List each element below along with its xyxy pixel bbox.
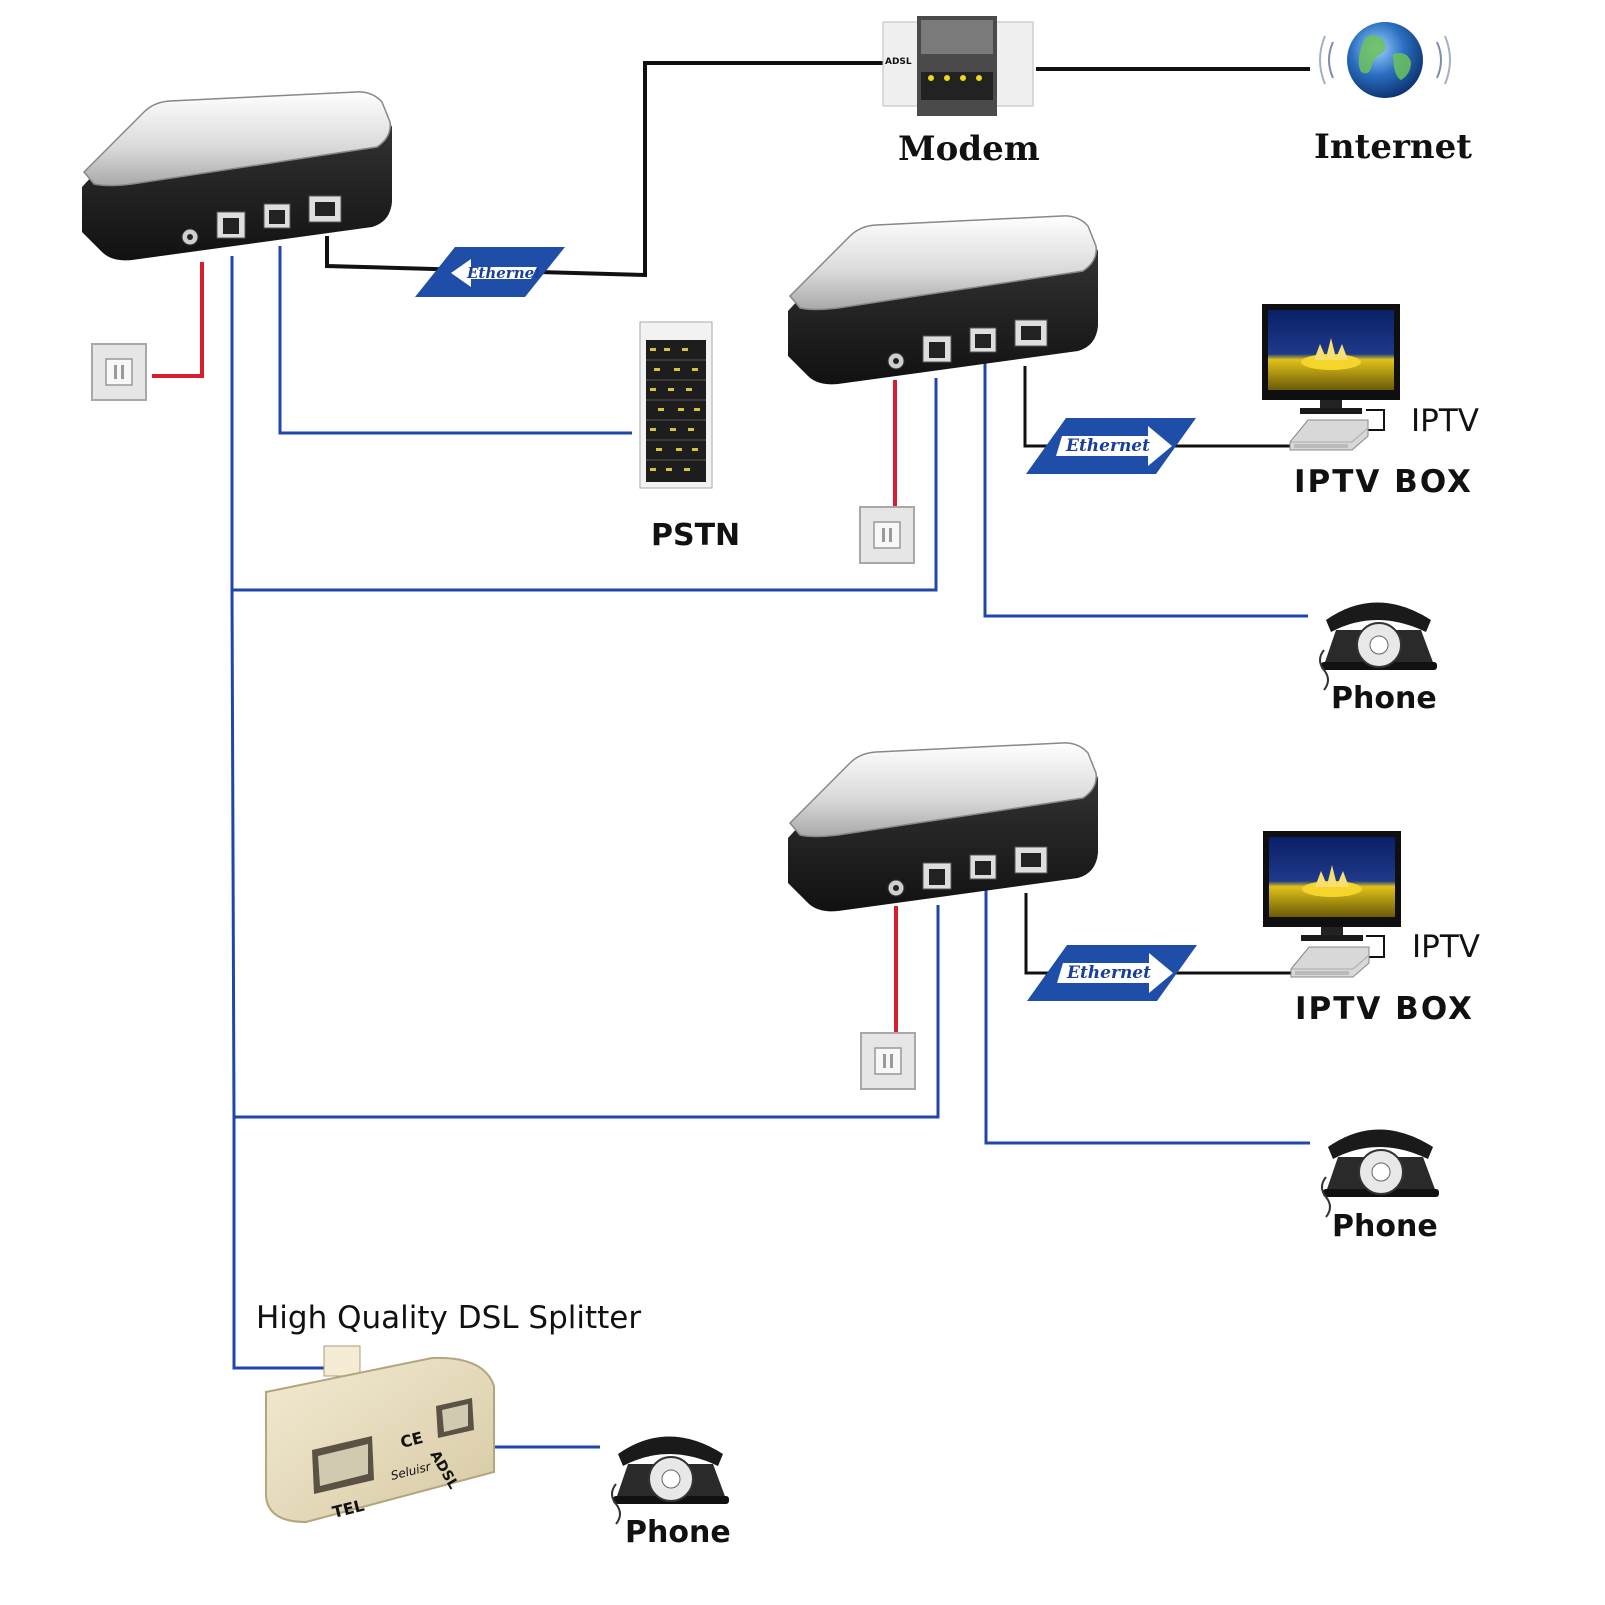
power-cable-main bbox=[152, 262, 204, 378]
splitter-label: High Quality DSL Splitter bbox=[256, 1300, 641, 1336]
phone-label-2: Phone bbox=[1332, 1209, 1438, 1244]
dsl-splitter-device: TEL ADSL Seluisr CE bbox=[265, 1345, 495, 1524]
router-3 bbox=[787, 742, 1099, 913]
ethernet-cable-2 bbox=[1023, 366, 1296, 448]
phone-icon-1 bbox=[1319, 601, 1438, 691]
phone-icon-3 bbox=[611, 1435, 730, 1525]
tv-cable-1 bbox=[1358, 409, 1385, 431]
ethernet-cable-3 bbox=[1024, 893, 1296, 975]
globe-icon bbox=[1319, 22, 1451, 98]
modem-device: ADSL bbox=[882, 16, 1034, 116]
trunk-line-3 bbox=[232, 1117, 345, 1370]
phone-line-1 bbox=[983, 360, 1308, 618]
wall-socket-main bbox=[91, 343, 147, 401]
iptv-label-1: IPTV bbox=[1411, 403, 1479, 439]
internet-label: Internet bbox=[1314, 127, 1472, 167]
phone-line-2 bbox=[984, 886, 1310, 1145]
modem-port-label: ADSL bbox=[885, 57, 912, 67]
pstn-line bbox=[278, 246, 632, 435]
main-router bbox=[81, 91, 393, 262]
phone-label-3: Phone bbox=[625, 1515, 731, 1550]
trunk-line-2 bbox=[230, 589, 940, 1119]
tv-icon-2 bbox=[1263, 831, 1401, 941]
iptv-label-2: IPTV bbox=[1412, 929, 1480, 965]
iptv-box-label-1: IPTV BOX bbox=[1294, 464, 1473, 500]
ethernet-cable-main bbox=[325, 61, 897, 278]
splitter-ce-label: CE bbox=[398, 1428, 425, 1452]
ethernet-tag-bottom: Ethernet bbox=[1027, 945, 1197, 1001]
router-2 bbox=[787, 215, 1099, 386]
ethernet-tag-top: Ethernet bbox=[415, 247, 565, 297]
phone-label-1: Phone bbox=[1331, 681, 1437, 716]
modem-label: Modem bbox=[898, 129, 1040, 169]
tv-cable-2 bbox=[1358, 935, 1385, 958]
trunk-line bbox=[230, 256, 938, 592]
svg-text:Ethernet: Ethernet bbox=[1065, 436, 1150, 456]
iptv-box-label-2: IPTV BOX bbox=[1295, 991, 1474, 1027]
pstn-label: PSTN bbox=[651, 518, 740, 553]
iptv-box-device-2 bbox=[1290, 946, 1370, 978]
wall-socket-2 bbox=[859, 506, 915, 564]
pstn-exchange bbox=[639, 321, 713, 489]
phone-icon-2 bbox=[1321, 1128, 1440, 1218]
tv-icon-1 bbox=[1262, 304, 1400, 414]
wall-socket-3 bbox=[860, 1032, 916, 1090]
ethernet-tag-middle: Ethernet bbox=[1026, 418, 1196, 474]
svg-text:Ethernet: Ethernet bbox=[466, 264, 541, 282]
iptv-box-device-1 bbox=[1289, 419, 1369, 451]
svg-text:Ethernet: Ethernet bbox=[1066, 963, 1151, 983]
